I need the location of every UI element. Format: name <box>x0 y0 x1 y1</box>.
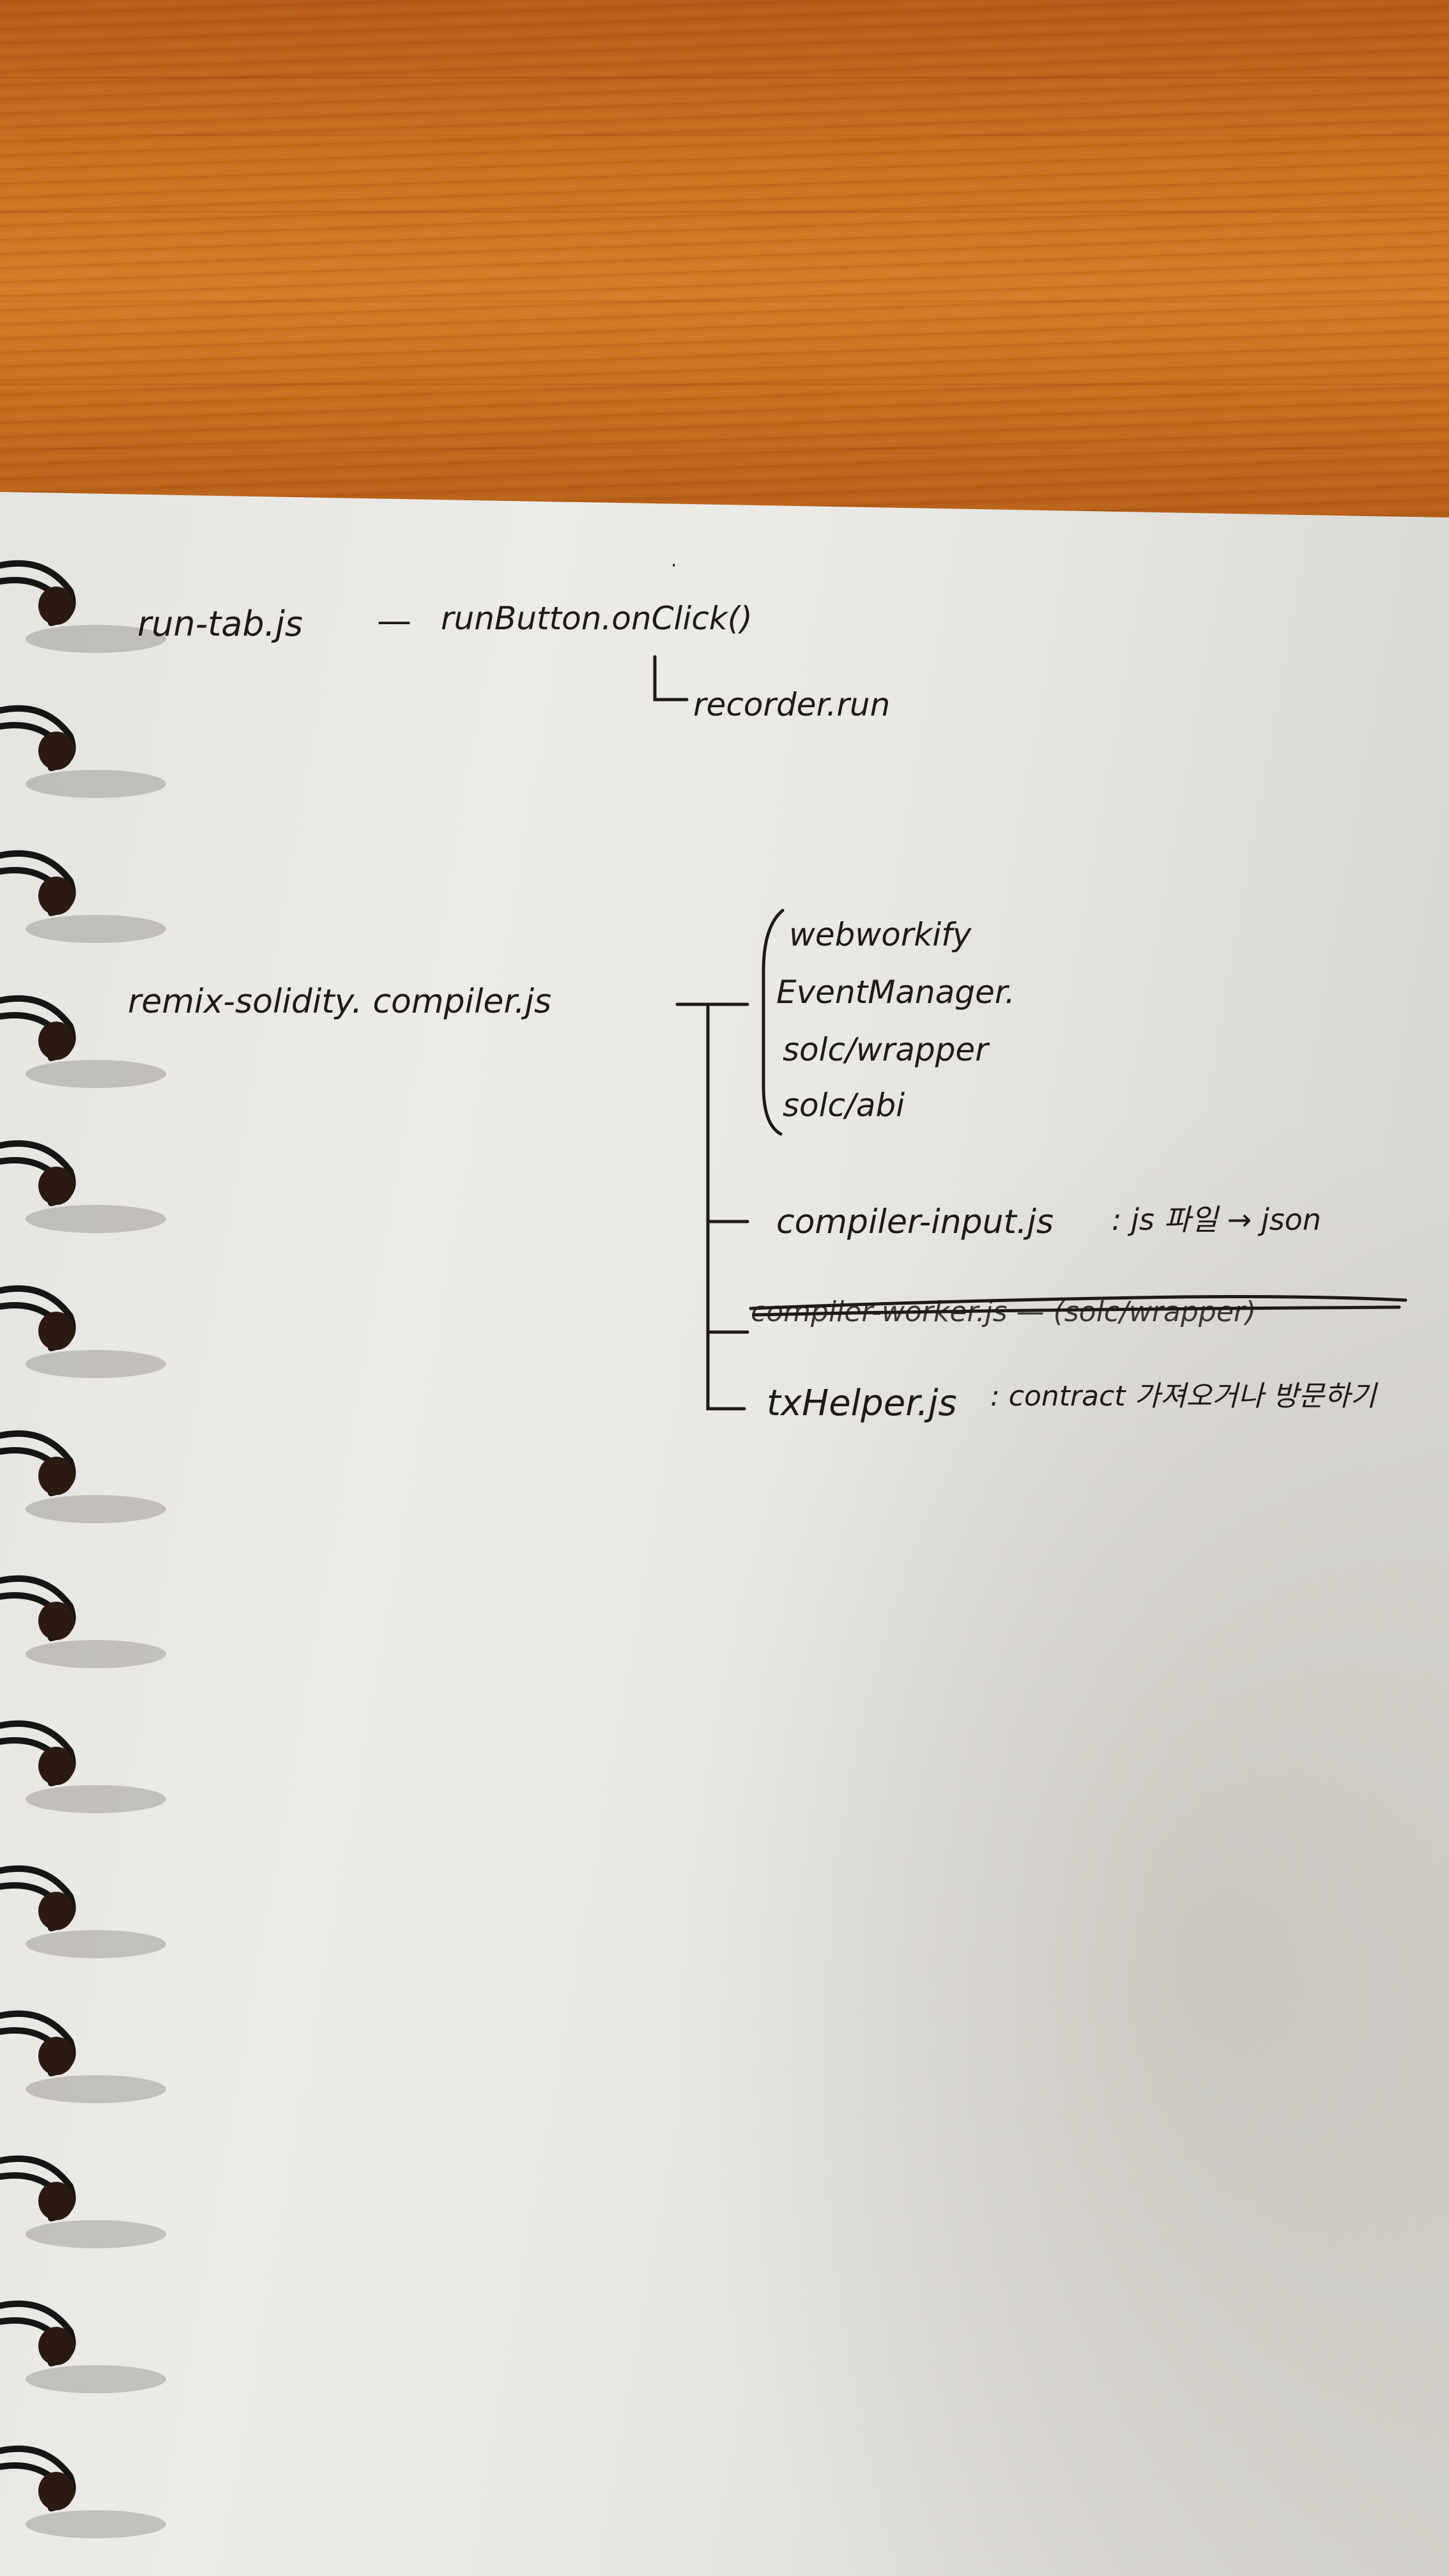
coil-shadow <box>26 2075 166 2103</box>
coil-shadow <box>26 915 166 943</box>
wood-grain <box>0 77 1449 79</box>
wood-grain <box>0 134 1449 136</box>
coil-shadow <box>26 1930 166 1958</box>
coil-shadow <box>26 1785 166 1813</box>
compiler-input-file: compiler-input.js <box>776 1203 1054 1241</box>
txhelper-file: txHelper.js <box>767 1383 957 1424</box>
binding-hole <box>38 2327 74 2365</box>
binding-hole <box>38 1022 74 1060</box>
coil-shadow <box>26 1640 166 1668</box>
coil-shadow <box>26 2510 166 2538</box>
binding-hole <box>38 1312 74 1350</box>
notebook-page <box>0 492 1449 2576</box>
dot-mark: · <box>671 555 677 577</box>
wood-grain <box>0 300 1449 302</box>
binding-hole <box>38 2037 74 2075</box>
remix-solidity-compiler: remix-solidity. compiler.js <box>128 983 551 1021</box>
txhelper-note: : contract 가져오거나 방문하기 <box>990 1380 1378 1413</box>
binding-hole <box>38 1892 74 1930</box>
dep-item: solc/wrapper <box>783 1031 990 1068</box>
tree-connector <box>675 1002 749 1411</box>
run-button-onclick: runButton.onClick() <box>441 600 753 637</box>
brace <box>762 908 785 1136</box>
binding-hole <box>38 732 74 770</box>
coil-shadow <box>26 1495 166 1523</box>
wood-grain <box>0 211 1449 213</box>
binding-hole <box>38 586 74 625</box>
arrow-dash: — <box>377 601 411 641</box>
strike-through <box>749 1295 1407 1317</box>
coil-shadow <box>26 1205 166 1233</box>
dep-item: EventManager. <box>776 974 1015 1011</box>
binding-hole <box>38 1602 74 1640</box>
spiral-binding <box>0 560 166 2538</box>
branch-connector <box>653 655 689 702</box>
coil-shadow <box>26 770 166 798</box>
binding-hole <box>38 2472 74 2510</box>
wood-grain <box>0 447 1449 449</box>
recorder-run: recorder.run <box>693 686 890 723</box>
coil-shadow <box>26 1060 166 1088</box>
coil-shadow <box>26 625 166 653</box>
coil-shadow <box>26 2365 166 2393</box>
binding-hole <box>38 877 74 915</box>
page-shadow <box>575 958 1449 2576</box>
wooden-desk <box>0 0 1449 530</box>
dep-item: solc/abi <box>783 1087 905 1124</box>
coil-shadow <box>26 1350 166 1378</box>
binding-hole <box>38 2182 74 2220</box>
wood-grain <box>0 383 1449 385</box>
run-tab-file: run-tab.js <box>137 604 303 644</box>
coil-shadow <box>26 2220 166 2248</box>
compiler-input-note: : js 파일 → json <box>1112 1202 1321 1237</box>
binding-hole <box>38 1167 74 1205</box>
binding-hole <box>38 1457 74 1495</box>
binding-hole <box>38 1747 74 1785</box>
dep-item: webworkify <box>789 916 972 953</box>
